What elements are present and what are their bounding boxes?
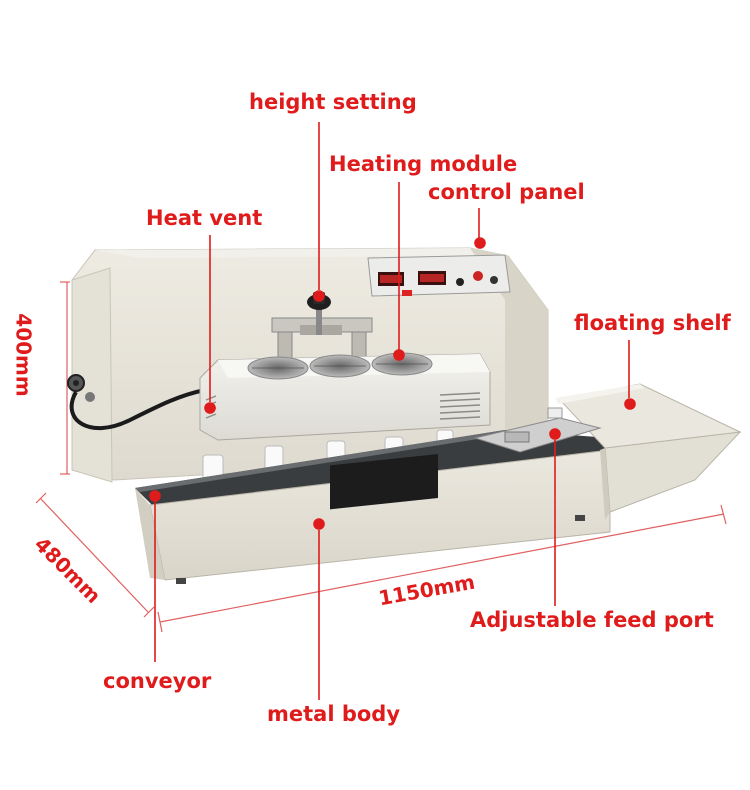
label-adjustable-feed-port: Adjustable feed port [470, 608, 714, 632]
dimension-height: 400mm [11, 313, 36, 397]
cable-connector [67, 374, 206, 431]
label-control-panel: control panel [428, 180, 585, 204]
label-heating-module: Heating module [329, 152, 518, 176]
label-heat-vent: Heat vent [146, 206, 263, 230]
label-metal-body: metal body [267, 702, 401, 726]
annotation-leaders [149, 122, 636, 700]
label-height-setting: height setting [249, 90, 417, 114]
heating-module [199, 352, 491, 441]
label-floating-shelf: floating shelf [574, 311, 731, 335]
cooling-fans [247, 352, 433, 380]
conveyor-section [135, 430, 611, 584]
feed-section [473, 383, 742, 520]
dimension-lines [35, 281, 727, 633]
label-conveyor: conveyor [103, 669, 212, 693]
nameplate [330, 453, 438, 510]
control-panel-display [367, 254, 511, 297]
